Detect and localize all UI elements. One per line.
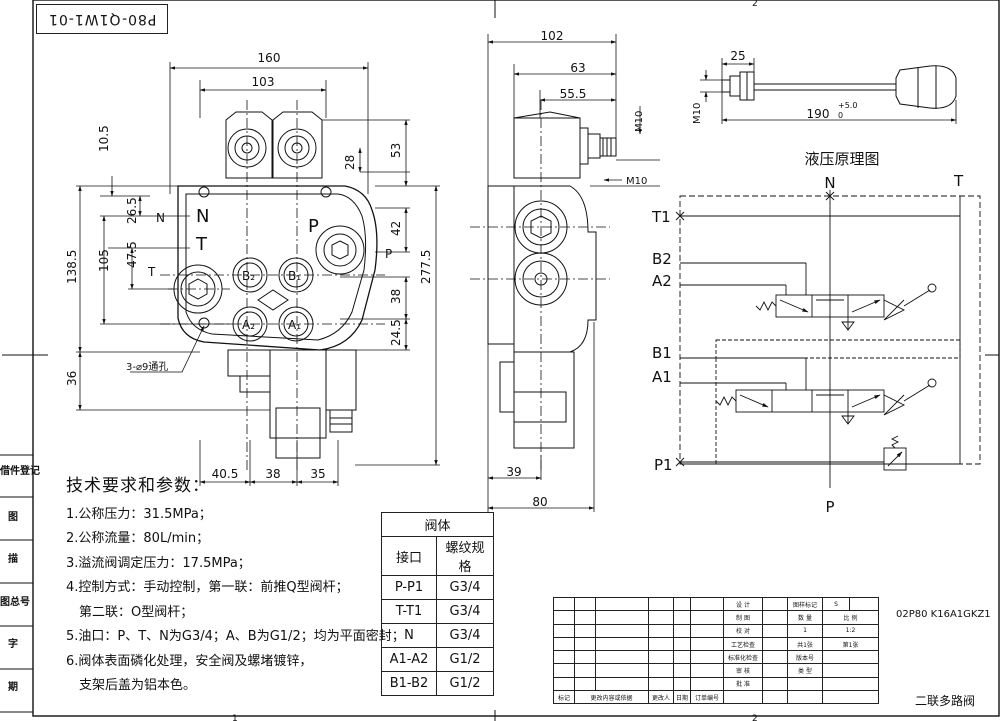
dim-28: 28 (343, 155, 357, 170)
schematic-t: T (953, 172, 964, 190)
dim-25: 25 (730, 49, 745, 63)
schematic-b1: B1 (652, 344, 672, 362)
tech-item: 第二联：O型阀杆； (66, 604, 194, 620)
dim-160: 160 (258, 51, 281, 65)
port-n-label: N (196, 206, 209, 227)
table-header: 螺纹规格 (436, 536, 494, 576)
tech-item: 1.公称压力：31.5MPa； (66, 506, 212, 522)
dim-190: 190 (807, 107, 830, 121)
side-n-label: N (156, 211, 165, 225)
table-title: 阀体 (381, 512, 494, 537)
tech-requirements: 技术要求和参数： 1.公称压力：31.5MPa； 2.公称流量：80L/min；… (66, 474, 405, 699)
handle-view (721, 65, 957, 109)
dim-38b: 38 (265, 467, 280, 481)
dim-80: 80 (532, 495, 547, 509)
dim-26-5: 26.5 (125, 197, 139, 224)
hydraulic-schematic (675, 190, 981, 488)
dim-39: 39 (506, 465, 521, 479)
dim-40-5: 40.5 (212, 467, 239, 481)
side-label-3: 描 (8, 554, 18, 565)
dim-190-tol-dn: 0 (838, 111, 843, 120)
side-view (487, 111, 617, 449)
dim-47-5: 47.5 (125, 241, 139, 268)
side-p-label: P (385, 247, 392, 261)
dim-m10-bottom: M10 (626, 176, 647, 187)
drawing-code: 02P80 K16A1GKZ1 (896, 609, 991, 620)
port-a2-label: A₂ (242, 318, 255, 332)
schematic-p1: P1 (654, 456, 673, 474)
dim-63: 63 (570, 61, 585, 75)
schematic-a2: A2 (652, 272, 672, 290)
tech-item: 5.油口：P、T、N为G3/4；A、B为G1/2；均为平面密封； (66, 629, 405, 644)
schematic-a1: A1 (652, 368, 672, 386)
schematic-title: 液压原理图 (804, 150, 879, 168)
tech-item: 4.控制方式：手动控制，第一联：前推Q型阀杆； (66, 580, 349, 595)
tech-item: 3.溢流阀调定压力：17.5MPa； (66, 555, 251, 571)
side-t-label: T (147, 265, 156, 279)
dim-handle-m10: M10 (692, 103, 703, 124)
dim-105: 105 (97, 249, 111, 272)
port-a1-label: A₁ (288, 318, 301, 332)
dim-53: 53 (389, 143, 403, 158)
port-b2-label: B₂ (242, 269, 255, 283)
dim-138-5: 138.5 (65, 250, 79, 284)
ruler-bottom-2: 2 (752, 714, 758, 721)
ruler-bottom-1: 1 (232, 714, 238, 721)
schematic-p: P (825, 498, 834, 516)
dim-102: 102 (541, 29, 564, 43)
schematic-t1: T1 (651, 208, 671, 226)
dim-42: 42 (389, 221, 403, 236)
tech-item: 6.阀体表面磷化处理，安全阀及螺堵镀锌， (66, 653, 313, 669)
side-label-1: 借件登记 (0, 466, 40, 477)
side-label-2: 图 (8, 512, 18, 523)
drawing-stamp: P80-Q1W1-01 (36, 4, 168, 34)
dim-38: 38 (389, 289, 403, 304)
table-header: 接口 (381, 536, 437, 576)
dim-103: 103 (252, 75, 275, 89)
holes-note: 3-⌀9通孔 (126, 361, 168, 373)
dim-190-tol-up: +5.0 (838, 101, 857, 110)
dim-10-5: 10.5 (97, 125, 111, 152)
dim-24-5: 24.5 (389, 319, 403, 346)
dim-277-5: 277.5 (419, 250, 433, 284)
side-label-4: 图总号 (0, 597, 30, 608)
dim-55-5: 55.5 (560, 87, 587, 101)
dim-35: 35 (310, 467, 325, 481)
dim-m10-side: M10 (634, 111, 645, 132)
side-label-6: 期 (8, 682, 18, 693)
drawing-name: 二联多路阀 (915, 694, 976, 708)
schematic-n: N (824, 174, 835, 192)
tech-heading: 技术要求和参数： (66, 476, 210, 496)
port-b1-label: B₁ (288, 269, 301, 283)
port-p-label: P (308, 216, 319, 237)
schematic-b2: B2 (652, 250, 672, 268)
dim-36: 36 (65, 371, 79, 386)
port-t-label: T (195, 234, 208, 255)
tech-item: 2.公称流量：80L/min； (66, 531, 210, 546)
side-label-5: 字 (8, 639, 18, 650)
tech-item: 支架后盖为铝本色。 (66, 678, 197, 693)
ruler-top-2: 2 (752, 0, 758, 9)
